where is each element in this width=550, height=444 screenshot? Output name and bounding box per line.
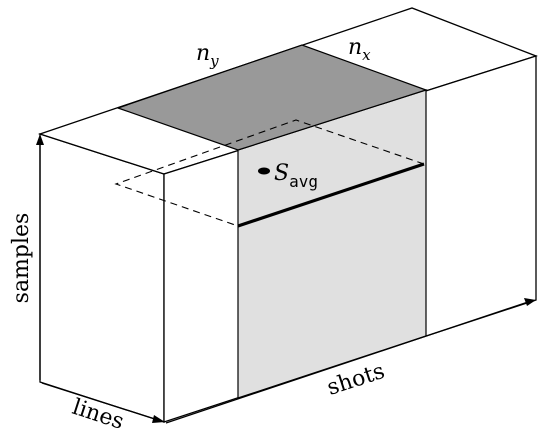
samples-axis-arrow: [36, 134, 44, 380]
dashed-hidden-plane: [114, 119, 425, 227]
nx-label: nx: [348, 35, 371, 64]
savg-dot: [258, 167, 270, 175]
samples-axis-label: samples: [9, 213, 34, 304]
cube-front-face: [39, 133, 165, 423]
ny-label: ny: [196, 41, 219, 70]
lines-axis-arrow: [41, 382, 165, 423]
shots-axis-arrow: [165, 298, 536, 424]
average-trace-line: [237, 162, 425, 228]
savg-label: Savg: [274, 161, 318, 191]
selected-top-patch: [116, 44, 428, 151]
